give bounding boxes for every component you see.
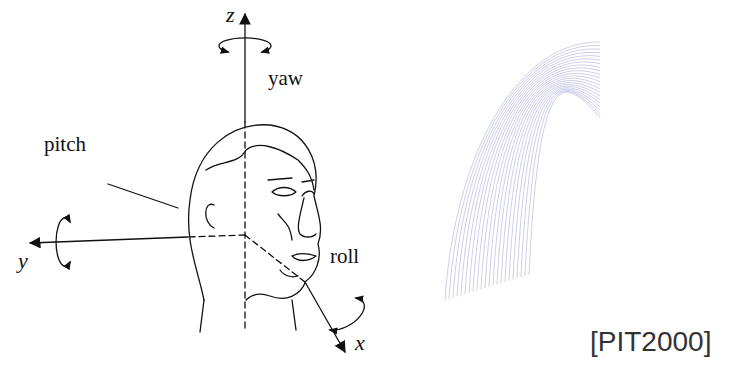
head-outline [189, 125, 321, 300]
wave-decoration [445, 42, 600, 300]
y-axis-hidden [188, 235, 245, 237]
yaw-arrow [219, 38, 271, 52]
wave-line [497, 80, 600, 284]
wave-line [477, 68, 600, 290]
z-axis [244, 14, 245, 122]
wave-line [521, 90, 600, 277]
axis-label: y [18, 250, 28, 272]
wave-line [489, 76, 600, 287]
wave-line [461, 56, 600, 296]
ear [206, 204, 214, 228]
pitch-leader [108, 184, 178, 208]
wave-line [517, 89, 600, 278]
x-axis [305, 282, 345, 352]
rotation-label: pitch [44, 134, 86, 155]
rotation-label: yaw [268, 68, 303, 89]
face-shading [278, 214, 298, 277]
wave-line [513, 88, 600, 280]
wave-line [469, 62, 600, 293]
wave-line [529, 92, 600, 274]
hairline [206, 145, 314, 190]
citation-label: [PIT2000] [590, 328, 711, 356]
wave-line [481, 71, 600, 290]
rotation-label: roll [330, 246, 359, 267]
wave-line [493, 78, 600, 285]
eye [302, 191, 314, 196]
wave-line [457, 52, 600, 296]
eyebrow [268, 178, 314, 182]
pitch-arrow [56, 218, 70, 266]
wave-line [509, 86, 600, 281]
wave-line [449, 45, 600, 298]
wave-line [445, 42, 600, 300]
z-axis-hidden [244, 122, 245, 332]
nose [298, 198, 316, 237]
wave-line [501, 83, 600, 284]
wave-line [485, 73, 600, 288]
wave-line [465, 59, 600, 294]
mouth [292, 254, 316, 261]
axis-label: z [226, 4, 235, 26]
eye [272, 188, 296, 196]
wave-line [473, 65, 600, 292]
wave-line [525, 91, 600, 276]
axis-label: x [355, 332, 365, 354]
wave-line [453, 49, 600, 298]
y-axis [30, 237, 188, 243]
roll-arrow [330, 298, 364, 330]
neck [200, 300, 296, 332]
wave-line [505, 84, 600, 282]
